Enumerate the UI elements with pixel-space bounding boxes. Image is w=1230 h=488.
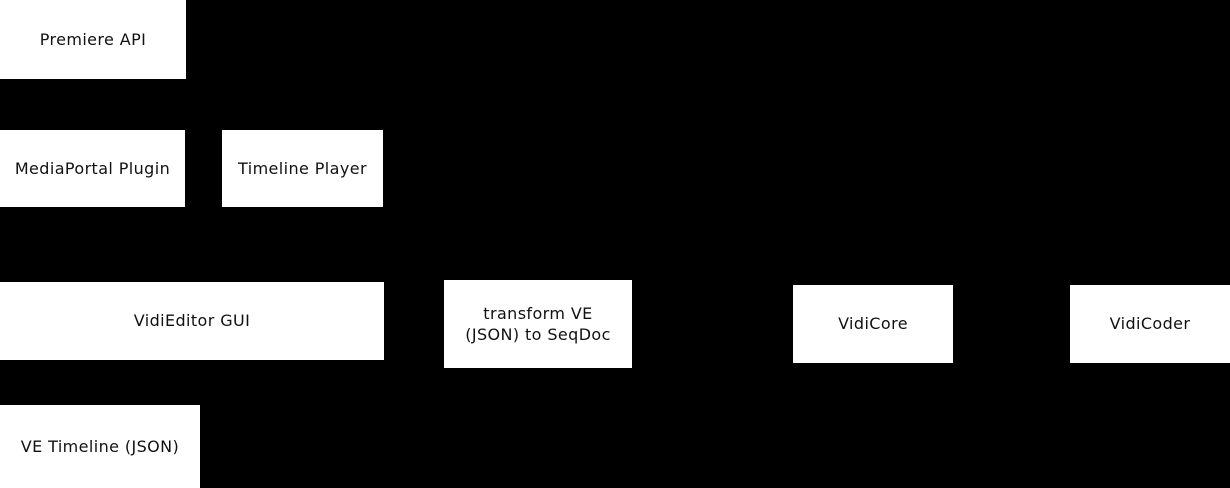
node-label-transform-ve-to-seqdoc: transform VE (JSON) to SeqDoc: [465, 303, 611, 344]
node-vidieditor-gui[interactable]: VidiEditor GUI: [0, 282, 384, 360]
node-label-mediaportal-plugin: MediaPortal Plugin: [14, 158, 171, 178]
node-label-timeline-player: Timeline Player: [238, 158, 367, 178]
node-ve-timeline-json[interactable]: VE Timeline (JSON): [0, 405, 200, 488]
node-vidicore[interactable]: VidiCore: [793, 285, 953, 363]
node-mediaportal-plugin[interactable]: MediaPortal Plugin: [0, 130, 185, 207]
node-label-vidicore: VidiCore: [838, 314, 908, 334]
node-label-vidicoder: VidiCoder: [1109, 314, 1191, 334]
node-premiere-api[interactable]: Premiere API: [0, 0, 186, 79]
node-vidicoder[interactable]: VidiCoder: [1070, 285, 1230, 363]
node-transform-ve-to-seqdoc[interactable]: transform VE (JSON) to SeqDoc: [444, 280, 632, 368]
node-label-premiere-api: Premiere API: [39, 29, 147, 49]
node-label-ve-timeline-json: VE Timeline (JSON): [20, 436, 180, 456]
node-label-vidieditor-gui: VidiEditor GUI: [133, 311, 251, 331]
node-timeline-player[interactable]: Timeline Player: [222, 130, 383, 207]
